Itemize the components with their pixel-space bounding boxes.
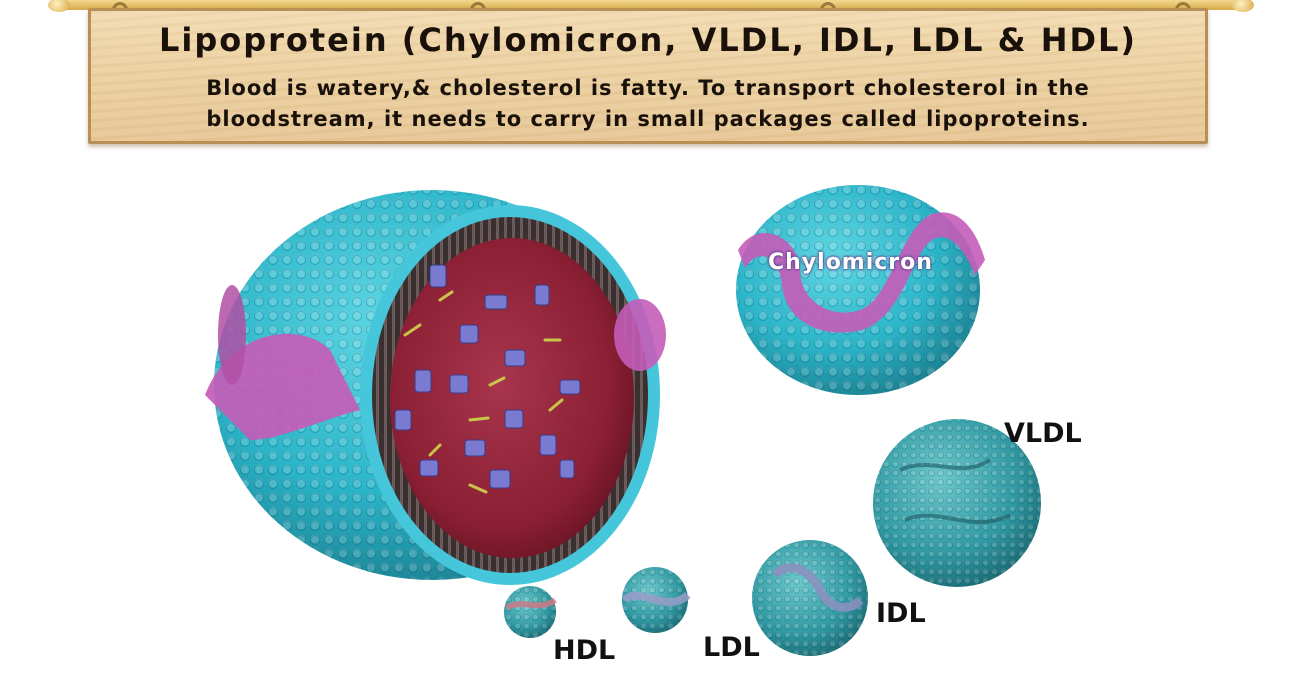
cholesterol-sticks — [403, 290, 564, 494]
subtitle-line-2: bloodstream, it needs to carry in small … — [206, 107, 1090, 131]
label-idl: IDL — [876, 598, 926, 629]
idl-texture — [752, 540, 868, 656]
chylomicron-particle — [736, 185, 985, 395]
vldl-apoprotein — [899, 458, 1011, 525]
hdl-particle — [504, 586, 557, 638]
banner-rod — [55, 0, 1245, 10]
lipoprotein-illustration — [205, 185, 1041, 656]
page-subtitle: Blood is watery,& cholesterol is fatty. … — [109, 73, 1187, 135]
subtitle-line-1: Blood is watery,& cholesterol is fatty. … — [206, 76, 1090, 100]
rod-knob-right — [1232, 0, 1254, 12]
label-chylomicron: Chylomicron — [768, 250, 933, 275]
ldl-particle — [622, 567, 691, 633]
vldl-particle — [873, 419, 1041, 587]
hdl-apoprotein — [505, 597, 557, 611]
apoprotein-edge — [218, 285, 246, 385]
label-hdl: HDL — [553, 635, 616, 666]
core-molecules — [394, 264, 581, 489]
idl-particle — [752, 540, 868, 656]
hdl-texture — [504, 586, 556, 638]
rod-knob-left — [48, 0, 70, 12]
title-banner: Lipoprotein (Chylomicron, VLDL, IDL, LDL… — [88, 8, 1208, 144]
idl-apoprotein — [771, 563, 864, 612]
vldl-texture — [873, 419, 1041, 587]
page-title: Lipoprotein (Chylomicron, VLDL, IDL, LDL… — [158, 21, 1138, 59]
chylomicron-cutaway — [205, 190, 666, 585]
ldl-apoprotein — [622, 591, 691, 607]
lipid-core — [390, 238, 634, 558]
apoprotein-band-right — [614, 299, 666, 371]
chylomicron-apoprotein — [738, 212, 985, 333]
label-vldl: VLDL — [1004, 418, 1082, 449]
label-ldl: LDL — [703, 632, 760, 663]
